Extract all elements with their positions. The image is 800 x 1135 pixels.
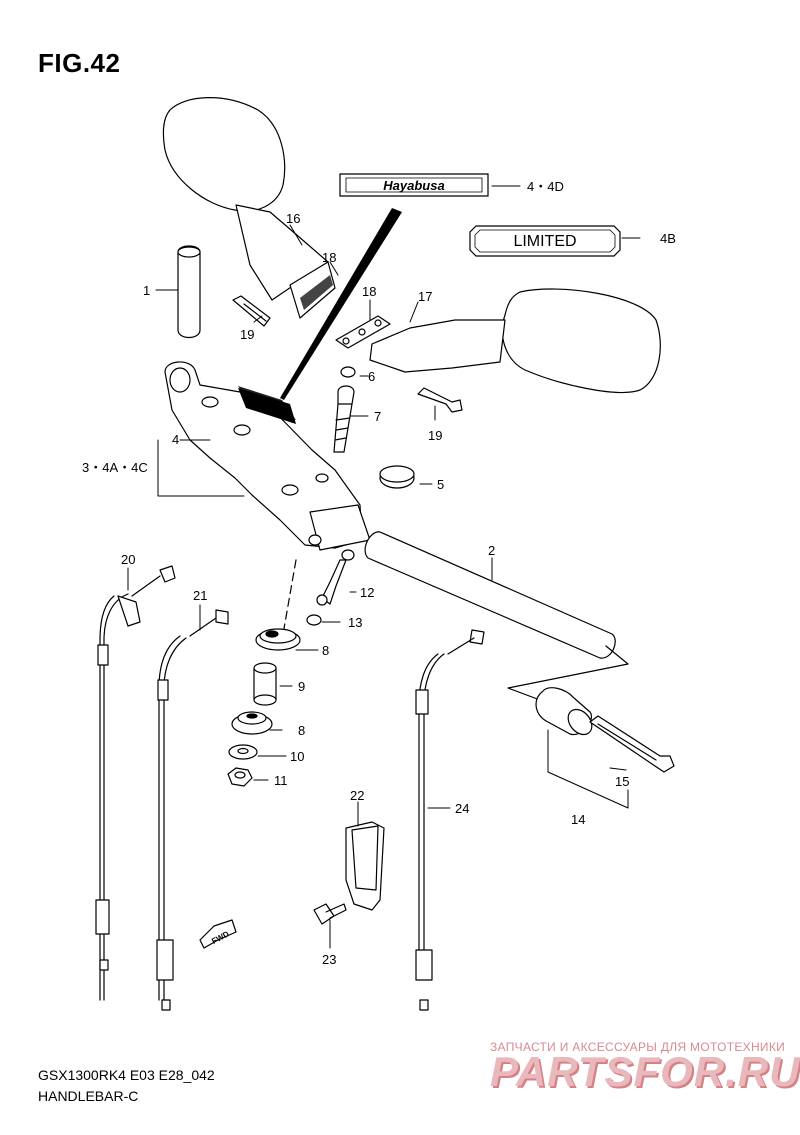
callout-8-lower: 8 bbox=[298, 723, 305, 738]
callout-10: 10 bbox=[290, 749, 304, 764]
callout-2: 2 bbox=[488, 543, 495, 558]
cap-5 bbox=[379, 465, 415, 489]
bar-end-14 bbox=[535, 687, 593, 736]
cushion-8-lower bbox=[231, 711, 273, 735]
bracket-22 bbox=[345, 821, 385, 911]
callout-4: 4 bbox=[172, 432, 179, 447]
throttle-cable-20 bbox=[95, 565, 176, 1001]
callout-labels: 1 2 3・4A・4C 4 4B 4・4D 5 6 7 8 8 9 10 11 … bbox=[82, 179, 676, 967]
callout-1: 1 bbox=[143, 283, 150, 298]
throttle-cable-24 bbox=[415, 629, 485, 1011]
watermark-brand: PARTSFOR.RU bbox=[490, 1048, 800, 1095]
callout-6: 6 bbox=[368, 369, 375, 384]
callout-4b: 4B bbox=[660, 231, 676, 246]
figure-title: FIG.42 bbox=[38, 48, 121, 78]
bolt-7 bbox=[333, 385, 355, 453]
nut-11 bbox=[227, 767, 253, 787]
cap-13 bbox=[306, 614, 322, 626]
left-mirror bbox=[162, 97, 336, 319]
bolt-19-right bbox=[417, 387, 463, 413]
callout-18-left: 18 bbox=[322, 250, 336, 265]
bolt-12 bbox=[316, 559, 347, 606]
cushion-8-upper bbox=[255, 628, 301, 651]
callout-16: 16 bbox=[286, 211, 300, 226]
fwd-arrow bbox=[199, 919, 237, 949]
handlebar-tube-2 bbox=[364, 531, 629, 701]
callout-11: 11 bbox=[274, 773, 288, 788]
callout-3: 3・4A・4C bbox=[82, 460, 148, 475]
screw-15 bbox=[589, 715, 675, 773]
right-mirror bbox=[369, 288, 661, 393]
callout-24: 24 bbox=[455, 801, 469, 816]
watermark-tagline: ЗАПЧАСТИ И АКСЕССУАРЫ ДЛЯ МОТОТЕХНИКИ bbox=[490, 1040, 786, 1054]
callout-18-right: 18 bbox=[362, 284, 376, 299]
throttle-cable-21 bbox=[156, 609, 229, 1011]
clamp-emblem bbox=[238, 388, 296, 424]
callout-22: 22 bbox=[350, 788, 364, 803]
callout-7: 7 bbox=[374, 409, 381, 424]
callout-20: 20 bbox=[121, 552, 135, 567]
callout-19-right: 19 bbox=[428, 428, 442, 443]
callout-17: 17 bbox=[418, 289, 432, 304]
callout-13: 13 bbox=[348, 615, 362, 630]
grip-1 bbox=[177, 245, 201, 339]
callout-12: 12 bbox=[360, 585, 374, 600]
hayabusa-badge: Hayabusa bbox=[339, 173, 489, 197]
section-name: HANDLEBAR-C bbox=[38, 1088, 139, 1104]
bracket-18-right bbox=[335, 315, 391, 349]
callout-5: 5 bbox=[437, 477, 444, 492]
callout-9: 9 bbox=[298, 679, 305, 694]
callout-4-4d: 4・4D bbox=[527, 179, 564, 194]
spacer-9 bbox=[253, 662, 277, 706]
callout-19-left: 19 bbox=[240, 327, 254, 342]
callout-21: 21 bbox=[193, 588, 207, 603]
cap-6 bbox=[340, 366, 356, 378]
callout-14: 14 bbox=[571, 812, 585, 827]
model-code: GSX1300RK4 E03 E28_042 bbox=[38, 1067, 215, 1083]
washer-10 bbox=[228, 744, 258, 760]
svg-text:Hayabusa: Hayabusa bbox=[383, 178, 444, 193]
limited-badge: LIMITED bbox=[469, 225, 621, 257]
bolt-19-left bbox=[232, 295, 271, 327]
bolt-23 bbox=[313, 903, 347, 925]
callout-23: 23 bbox=[322, 952, 336, 967]
svg-text:LIMITED: LIMITED bbox=[513, 233, 576, 250]
callout-15: 15 bbox=[615, 774, 629, 789]
callout-8-upper: 8 bbox=[322, 643, 329, 658]
